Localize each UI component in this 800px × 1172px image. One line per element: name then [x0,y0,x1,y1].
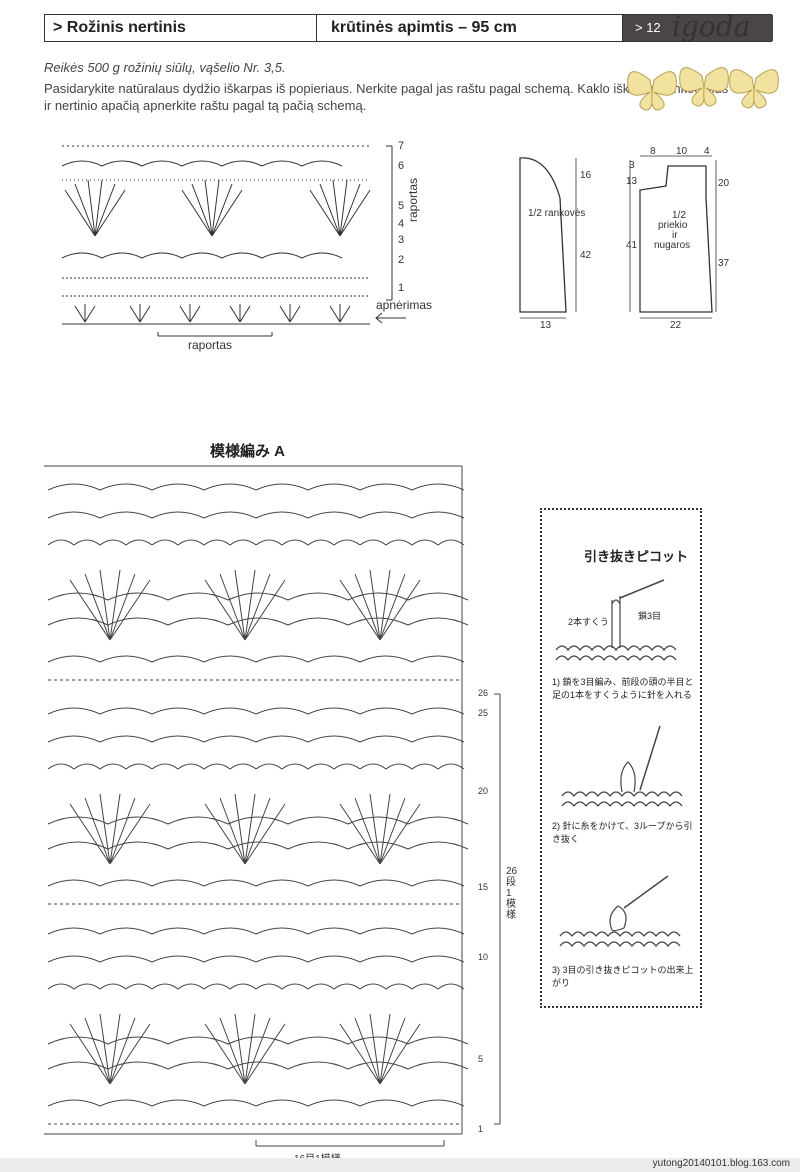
arrow-left-icon [375,312,406,324]
row-number: 6 [398,160,405,172]
requirements-text: Reikės 500 g rožinių siūlų, vąšelio Nr. … [44,60,286,75]
body-right-measure: 20 [718,178,730,189]
footer-credit: yutong20140101.blog.163.com [652,1158,790,1169]
big-stitch-chart [44,465,501,1147]
row-number: 3 [398,234,405,246]
picot-label: 2本すくう [568,617,609,627]
picot-step: 1) 鎖を3目編み、前段の頭の半目と足の1本をすくうように針を入れる [552,677,694,700]
body-name: ir [672,230,678,241]
body-right-measure: 37 [718,258,730,269]
picot-step: 3) 3目の引き抜きピコットの出来上がり [552,965,694,988]
pattern-title: > Rožinis nertinis [45,15,317,41]
edging-label: apnėrimas [376,298,433,312]
sleeve-bottom-measure: 13 [540,320,552,331]
row-number: 2 [398,254,405,266]
butterfly-decoration-icon [627,67,779,111]
picot-label: 鎖3目 [638,611,662,621]
body-name: nugaros [654,240,691,251]
row-mark: 10 [478,952,489,962]
body-left-measure: 13 [626,176,638,187]
header-bar: > Rožinis nertinis krūtinės apimtis – 95… [44,14,773,42]
chart-title: 模様編み A [210,443,286,460]
row-number: 7 [398,140,405,152]
row-number: 5 [398,200,405,212]
footer-bar: yutong20140101.blog.163.com [0,1158,800,1172]
body-top-measure: 10 [676,146,688,157]
body-top-measure: 4 [704,146,710,157]
page-number: > 12 [623,15,773,41]
row-mark: 25 [478,708,489,718]
row-number: 1 [398,282,405,294]
repeat-rows-label: 26段1模様 [506,866,518,921]
row-mark: 5 [478,1054,484,1064]
small-stitch-chart [61,145,406,337]
fan-motif-icon [64,179,371,237]
row-number: 4 [398,218,405,230]
sleeve-top-measure: 16 [580,170,592,181]
picot-step: 2) 針に糸をかけて、3ループから引き抜く [552,821,693,844]
sleeve-name: 1/2 rankovės [528,208,586,219]
picot-illustrations [555,579,683,947]
row-mark: 15 [478,882,489,892]
picot-instruction-box: 引き抜きピコット 2本すくう 鎖3目 1) 鎖を3目編み、前段の頭の半目と足の1… [540,508,702,1008]
picot-title: 引き抜きピコット [584,549,689,564]
body-top-measure: 8 [650,146,656,157]
sleeve-schema [519,157,577,319]
body-left-measure: 3 [629,160,635,171]
body-left-measure: 41 [626,240,638,251]
body-name: priekio [658,220,688,231]
body-bottom-measure: 22 [670,320,682,331]
instructions-text: Pasidarykite natūralaus dydžio iškarpas … [44,81,729,113]
body-schema [629,155,717,319]
row-mark: 26 [478,688,489,698]
sleeve-side-measure: 42 [580,250,592,261]
bottom-repeat-label: raportas [188,338,233,352]
brand-logo: igoda [672,10,751,43]
side-repeat-label: raportas [406,177,420,222]
body-name: 1/2 [672,210,686,221]
pattern-band [47,483,469,681]
row-mark: 20 [478,786,489,796]
size-label: krūtinės apimtis – 95 cm [317,15,623,41]
row-mark: 1 [478,1124,484,1134]
edging-shell-icon [74,304,351,323]
